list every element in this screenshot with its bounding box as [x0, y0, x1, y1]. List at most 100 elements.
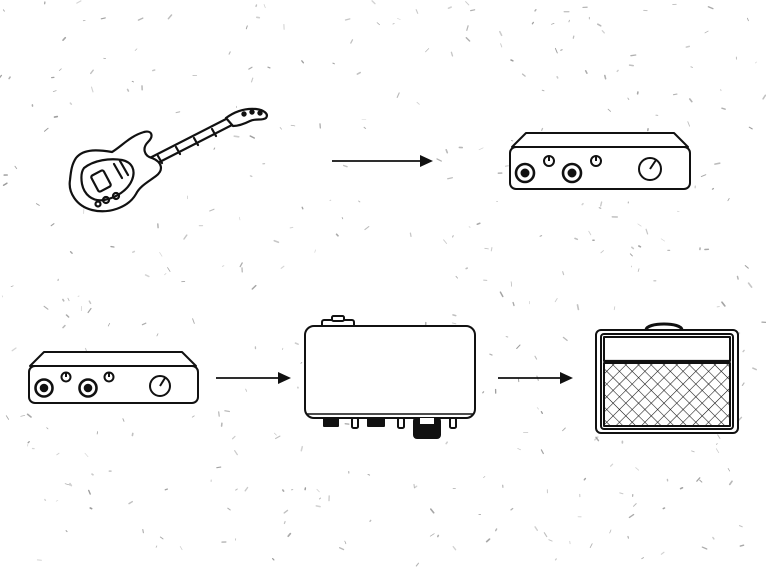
speck: [219, 412, 220, 416]
speck: [45, 500, 46, 501]
speck: [728, 199, 729, 201]
speck: [53, 91, 56, 92]
speck: [453, 236, 454, 237]
speck: [535, 10, 536, 11]
speck: [273, 559, 274, 560]
speck: [89, 301, 90, 303]
speck: [368, 475, 370, 476]
speck: [598, 24, 601, 26]
speck: [283, 490, 284, 491]
speck: [743, 350, 744, 351]
speck: [599, 208, 601, 209]
speck: [555, 299, 557, 302]
speck: [556, 559, 557, 560]
speck: [66, 531, 67, 532]
speck: [713, 538, 714, 539]
speck: [582, 204, 583, 205]
speck: [160, 537, 163, 539]
speck: [466, 2, 469, 5]
speck: [252, 286, 256, 289]
speck: [749, 283, 752, 287]
speck: [713, 189, 714, 190]
speck: [686, 46, 689, 47]
speck: [555, 48, 557, 53]
speck: [108, 323, 110, 326]
speck: [246, 26, 247, 29]
speck: [302, 61, 304, 63]
speck: [370, 520, 371, 521]
speck: [345, 541, 346, 544]
speck: [431, 509, 434, 513]
speck: [611, 464, 613, 466]
speck: [763, 95, 765, 99]
electric-guitar-icon: [66, 106, 272, 216]
audio-interface-icon: [508, 131, 692, 193]
speck: [692, 451, 695, 452]
speck: [629, 515, 633, 518]
speck: [77, 1, 81, 3]
speck: [397, 93, 399, 98]
speck: [316, 506, 320, 507]
speck: [511, 60, 513, 61]
speck: [284, 522, 285, 524]
speck: [620, 493, 623, 494]
speck: [233, 436, 236, 438]
speck: [417, 102, 419, 104]
speck: [466, 268, 467, 269]
speck: [426, 49, 429, 52]
speck: [453, 547, 455, 550]
speck: [274, 241, 278, 243]
speck: [730, 481, 732, 484]
speck: [57, 453, 59, 455]
speck: [28, 442, 29, 443]
speck: [740, 545, 743, 546]
speck: [340, 548, 344, 550]
speck: [500, 292, 502, 296]
speck: [490, 354, 492, 355]
speck: [410, 233, 411, 236]
speck: [446, 150, 447, 153]
speck: [236, 489, 238, 490]
speck: [491, 248, 492, 251]
speck: [128, 90, 129, 92]
speck: [551, 23, 554, 24]
speck: [484, 477, 485, 478]
speck: [722, 108, 725, 109]
speck: [557, 77, 558, 78]
speck: [184, 235, 187, 239]
speck: [681, 488, 683, 489]
speck: [511, 509, 513, 510]
speck: [477, 223, 480, 224]
speck: [541, 450, 543, 454]
speck: [229, 52, 230, 54]
speck: [317, 489, 320, 492]
speck: [544, 533, 546, 537]
speck: [630, 65, 634, 66]
speck: [180, 546, 182, 549]
speck: [6, 416, 8, 420]
speck: [281, 266, 284, 268]
speck: [67, 315, 69, 317]
speck: [146, 275, 149, 277]
speck: [284, 510, 287, 513]
speck: [742, 383, 744, 385]
speck: [638, 269, 639, 272]
speck: [256, 5, 257, 6]
speck: [755, 62, 756, 63]
speck: [274, 433, 276, 435]
speck: [276, 436, 280, 438]
speck: [51, 224, 54, 226]
speck: [68, 298, 69, 301]
speck: [88, 309, 91, 313]
speck: [0, 75, 1, 77]
speck: [634, 504, 637, 507]
arrow-interface-to-reamp: [214, 371, 292, 385]
speck: [45, 128, 49, 131]
speck: [535, 527, 537, 530]
speck: [617, 70, 618, 71]
speck: [239, 217, 240, 220]
speck: [351, 40, 353, 43]
speck: [193, 319, 195, 324]
speck: [416, 563, 418, 566]
